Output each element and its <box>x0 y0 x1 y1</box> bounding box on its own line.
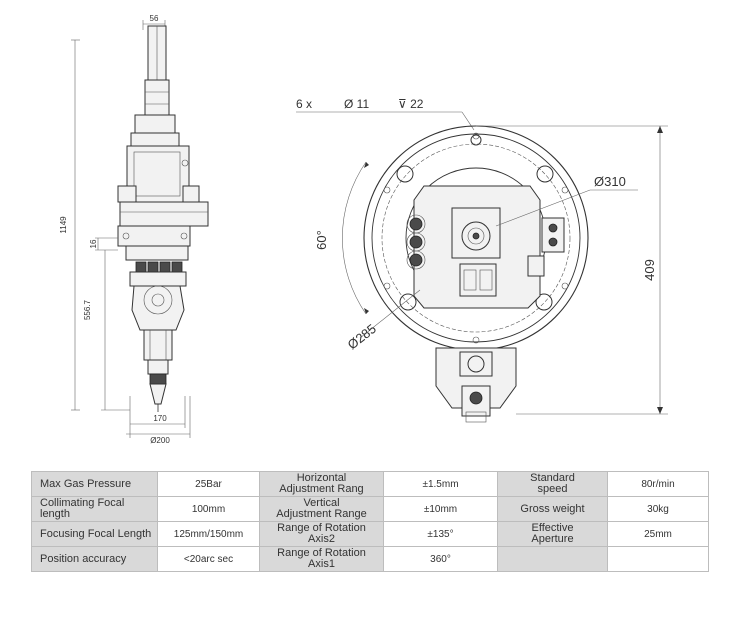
dim-offset: 16 <box>89 239 98 248</box>
spec-label <box>497 546 608 572</box>
spec-value: 80r/min <box>607 471 709 497</box>
spec-value: 25mm <box>607 521 709 547</box>
spec-value: 30kg <box>607 496 709 522</box>
dim-lower-height: 556.7 <box>83 299 92 320</box>
dim-bolt-circle: Ø285 <box>345 321 379 352</box>
spec-label: Position accuracy <box>31 546 158 572</box>
hole-depth: ⊽ 22 <box>398 97 424 111</box>
spec-label: Gross weight <box>497 496 608 522</box>
dim-total-height: 1149 <box>59 216 68 234</box>
dim-top-width: 56 <box>150 14 159 23</box>
hole-diameter: Ø 11 <box>344 97 369 111</box>
top-view: 6 x Ø 11 ⊽ 22 <box>296 97 668 423</box>
dim-bottom-width: 170 <box>153 414 167 423</box>
spec-label: Focusing Focal Length <box>31 521 158 547</box>
technical-drawing: 56 <box>59 14 668 445</box>
spec-value <box>607 546 709 572</box>
spec-value: ±135° <box>383 521 498 547</box>
spec-label: Collimating Focal length <box>31 496 158 522</box>
spec-value: 360° <box>383 546 498 572</box>
dim-bottom-diameter: Ø200 <box>150 436 170 445</box>
dim-height: 409 <box>642 259 657 281</box>
spec-label: Max Gas Pressure <box>31 471 158 497</box>
dim-angle: 60° <box>314 230 329 250</box>
spec-value: <20arc sec <box>157 546 260 572</box>
spec-value: 125mm/150mm <box>157 521 260 547</box>
spec-value: 25Bar <box>157 471 260 497</box>
spec-value: ±10mm <box>383 496 498 522</box>
hole-count: 6 x <box>296 97 312 111</box>
spec-value: 100mm <box>157 496 260 522</box>
dim-outer-diameter: Ø310 <box>594 174 626 189</box>
side-view: 56 <box>59 14 209 445</box>
spec-value: ±1.5mm <box>383 471 498 497</box>
